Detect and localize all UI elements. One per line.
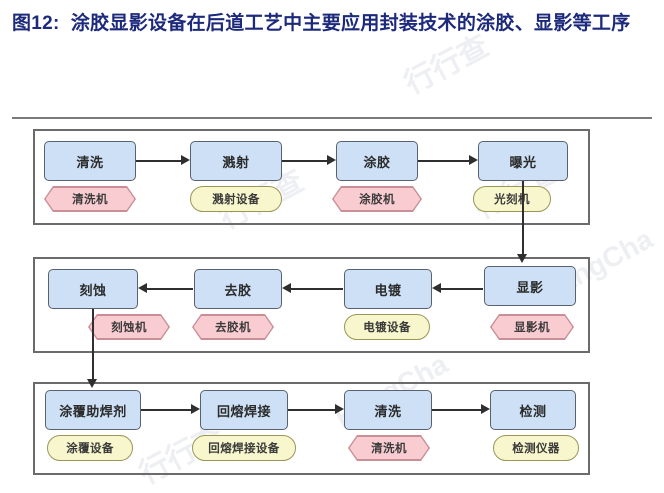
equipment-label: 清洗机: [72, 194, 108, 206]
equipment-tag[interactable]: 检测仪器: [493, 435, 579, 461]
flow-panel-row-3: [33, 382, 590, 475]
flow-arrow-line: [147, 288, 193, 290]
process-box[interactable]: 溅射: [190, 141, 282, 181]
flow-connector-line: [522, 181, 524, 258]
equipment-label: 电镀设备: [363, 322, 411, 334]
process-box[interactable]: 检测: [490, 390, 576, 430]
flow-connector-line: [92, 309, 94, 383]
arrow-head-down-icon: [87, 379, 97, 388]
equipment-label: 溅射设备: [212, 194, 260, 206]
equipment-label: 刻蚀机: [111, 322, 147, 334]
flow-arrow-line: [418, 160, 469, 162]
flow-arrow-line: [136, 160, 181, 162]
process-box[interactable]: 去胶: [194, 269, 282, 309]
figure-title: 图12: 涂胶显影设备在后道工艺中主要应用封装技术的涂胶、显影等工序: [12, 13, 631, 34]
equipment-label: 回熔焊接设备: [208, 443, 280, 455]
equipment-tag[interactable]: 刻蚀机: [88, 314, 170, 340]
hexagon-fill: [90, 316, 169, 339]
flow-panel-row-2: [33, 257, 590, 353]
arrow-head-right-icon: [469, 155, 478, 165]
process-box[interactable]: 涂胶: [336, 141, 418, 181]
arrow-head-right-icon: [181, 155, 190, 165]
equipment-tag[interactable]: 涂覆设备: [47, 435, 133, 461]
equipment-label: 涂覆设备: [66, 443, 114, 455]
equipment-label: 检测仪器: [512, 443, 560, 455]
equipment-tag[interactable]: 电镀设备: [344, 314, 430, 340]
equipment-tag[interactable]: 溅射设备: [190, 186, 282, 212]
arrow-head-right-icon: [481, 404, 490, 414]
flow-panel-row-1: [33, 129, 590, 225]
equipment-tag[interactable]: 去胶机: [192, 314, 274, 340]
arrow-head-right-icon: [191, 404, 200, 414]
equipment-tag[interactable]: 涂胶机: [332, 186, 422, 212]
process-box[interactable]: 涂覆助焊剂: [45, 390, 141, 430]
flow-arrow-line: [282, 160, 327, 162]
arrow-head-down-icon: [517, 254, 527, 263]
flow-arrow-line: [288, 409, 335, 411]
flow-arrow-line: [441, 288, 483, 290]
hexagon-fill: [46, 188, 135, 211]
equipment-label: 显影机: [514, 322, 550, 334]
process-box[interactable]: 清洗: [44, 141, 136, 181]
equipment-label: 光刻机: [494, 194, 530, 206]
equipment-tag[interactable]: 显影机: [490, 314, 574, 340]
equipment-label: 清洗机: [371, 443, 407, 455]
equipment-label: 涂胶机: [359, 194, 395, 206]
process-box[interactable]: 清洗: [344, 390, 432, 430]
process-box[interactable]: 显影: [484, 266, 576, 306]
equipment-tag[interactable]: 清洗机: [348, 435, 430, 461]
flow-arrow-line: [291, 288, 343, 290]
arrow-head-left-icon: [138, 283, 147, 293]
process-box[interactable]: 回熔焊接: [200, 390, 288, 430]
arrow-head-right-icon: [335, 404, 344, 414]
process-box[interactable]: 电镀: [344, 269, 432, 309]
title-divider: [12, 117, 652, 119]
flow-arrow-line: [141, 409, 191, 411]
flow-arrow-line: [432, 409, 481, 411]
hexagon-fill: [334, 188, 421, 211]
equipment-tag[interactable]: 清洗机: [44, 186, 136, 212]
hexagon-fill: [492, 316, 573, 339]
equipment-tag[interactable]: 回熔焊接设备: [192, 435, 296, 461]
arrow-head-left-icon: [282, 283, 291, 293]
arrow-head-left-icon: [432, 283, 441, 293]
process-box[interactable]: 曝光: [478, 141, 568, 181]
arrow-head-right-icon: [327, 155, 336, 165]
hexagon-fill: [194, 316, 273, 339]
equipment-label: 去胶机: [215, 322, 251, 334]
equipment-tag[interactable]: 光刻机: [473, 186, 551, 212]
process-box[interactable]: 刻蚀: [48, 269, 138, 309]
hexagon-fill: [350, 437, 429, 460]
